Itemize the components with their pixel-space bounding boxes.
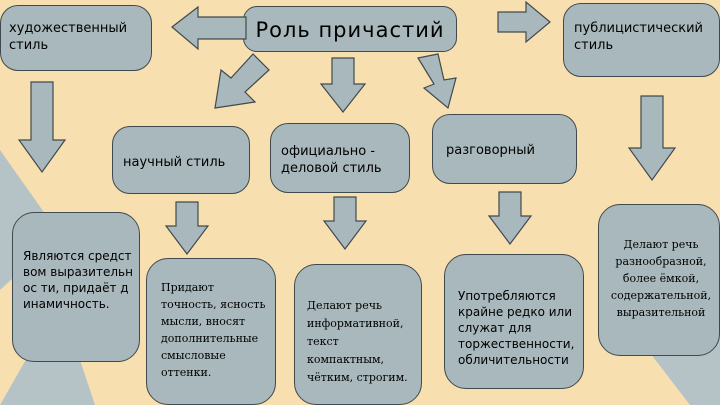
arrow-down-left-icon — [214, 53, 270, 109]
scientific-style-label: научный стиль — [123, 155, 226, 170]
colloquial-description-box: Употребляются крайне редко или служат дл… — [444, 254, 584, 389]
artistic-description: Являются средством выразительнос ти, при… — [23, 249, 133, 311]
arrow-down-artistic-icon — [17, 81, 67, 174]
arrow-down-right-icon — [417, 53, 457, 110]
arrow-right-icon — [497, 0, 551, 44]
artistic-style-label: художественный стиль — [9, 21, 128, 53]
artistic-description-box: Являются средством выразительнос ти, при… — [12, 212, 140, 362]
journalistic-description: Делают речь разнообразной, более ёмкой, … — [610, 238, 712, 319]
journalistic-style-label: публицистический стиль — [574, 21, 704, 53]
page-title: Роль причастий — [255, 18, 445, 42]
official-description: Делают речь информативной, текст компакт… — [307, 299, 408, 384]
official-description-box: Делают речь информативной, текст компакт… — [294, 264, 422, 405]
colloquial-style-label: разговорный — [446, 143, 535, 158]
title-box: Роль причастий — [243, 6, 457, 52]
scientific-description: Придают точность, ясность мысли, вносят … — [161, 281, 266, 379]
arrow-down-colloquial-icon — [487, 191, 533, 245]
journalistic-style-box: публицистический стиль — [563, 3, 720, 77]
artistic-style-box: художественный стиль — [0, 5, 152, 71]
journalistic-description-box: Делают речь разнообразной, более ёмкой, … — [598, 204, 720, 356]
arrow-down-center-icon — [319, 57, 367, 113]
scientific-description-box: Придают точность, ясность мысли, вносят … — [146, 258, 276, 405]
arrow-down-official-icon — [322, 196, 368, 250]
colloquial-style-box: разговорный — [432, 114, 577, 184]
official-style-label: официально - деловой стиль — [281, 144, 382, 176]
arrow-down-scientific-icon — [164, 201, 210, 255]
scientific-style-box: научный стиль — [112, 126, 250, 194]
official-style-box: официально - деловой стиль — [270, 123, 410, 193]
arrow-down-journalistic-icon — [627, 95, 677, 182]
colloquial-description: Употребляются крайне редко или служат дл… — [458, 289, 575, 367]
arrow-left-icon — [171, 5, 247, 51]
